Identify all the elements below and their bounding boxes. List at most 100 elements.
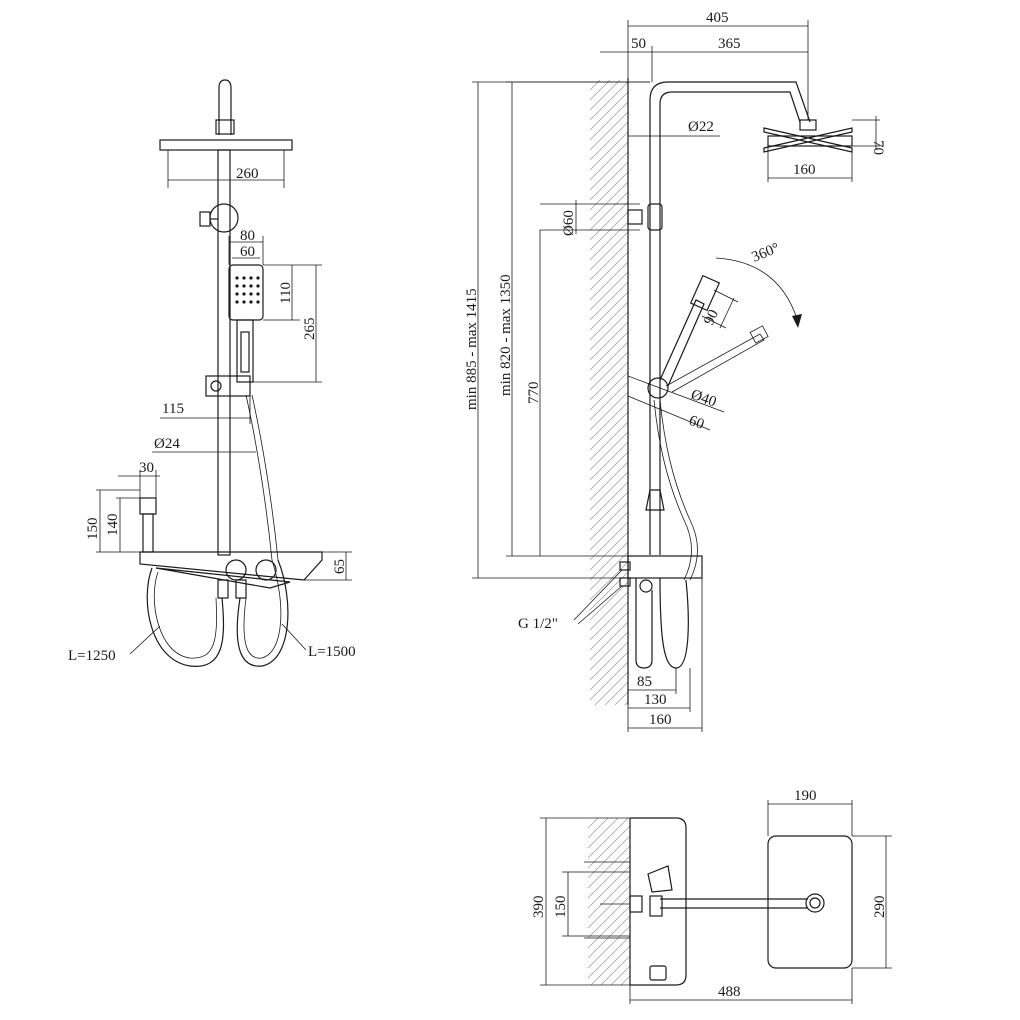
hatch-line — [589, 481, 629, 521]
dim-side-bracket-diameter: Ø60 — [561, 210, 577, 236]
hatch-line — [589, 281, 629, 321]
front-spout-body — [142, 513, 154, 553]
side-shelf — [627, 555, 703, 579]
hatch-line — [589, 551, 629, 591]
hatch-line — [589, 111, 629, 151]
hatch-line — [589, 161, 629, 201]
hatch-line — [589, 601, 629, 641]
rotation-arc — [715, 257, 799, 323]
hatch-line — [587, 817, 599, 829]
dim-front-hand-head-height: 110 — [278, 282, 294, 304]
hatch-line — [587, 817, 619, 849]
side-wall-hatching — [589, 79, 629, 706]
hatch-line — [589, 101, 629, 141]
dim-top-total-depth: 488 — [718, 984, 741, 1000]
hatch-line — [589, 91, 629, 131]
hatch-line — [589, 291, 629, 331]
front-handle-left — [225, 559, 247, 581]
hatch-line — [589, 641, 629, 681]
hatch-line — [589, 631, 629, 671]
hatch-line — [589, 141, 629, 181]
dim-side-height-total: min 885 - max 1415 — [464, 288, 480, 410]
side-rail-inner — [659, 91, 801, 555]
dim-side-depth-b: 130 — [644, 692, 667, 708]
top-overhead-head — [767, 835, 853, 969]
dim-front-hand-inner: 60 — [240, 244, 255, 260]
side-overhead-head — [767, 135, 853, 147]
hatch-line — [587, 925, 631, 969]
dim-side-hand-angle: 90 — [701, 307, 722, 327]
hatch-line — [589, 221, 629, 261]
side-holder — [647, 377, 669, 399]
front-bracket — [209, 203, 239, 233]
dim-side-head-height: 70 — [870, 140, 886, 155]
dim-front-rail-diameter: Ø24 — [154, 436, 180, 452]
hatch-line — [589, 461, 629, 501]
dim-front-spout-height-inner: 140 — [105, 514, 121, 537]
front-top-riser — [218, 79, 232, 135]
front-hose-left — [146, 567, 225, 667]
hatch-line — [587, 855, 631, 899]
hatch-line — [589, 79, 601, 91]
dim-side-height-holder: 770 — [526, 382, 542, 405]
hatch-line — [589, 191, 629, 231]
dim-front-shelf-height: 65 — [332, 559, 348, 574]
dim-side-holder-diameter: Ø40 — [689, 387, 719, 411]
front-hand-shower-nozzles — [235, 276, 260, 304]
front-hand-shower-handle — [236, 319, 254, 383]
hatch-line — [589, 511, 629, 551]
hatch-line — [610, 965, 631, 986]
dim-top-head-depth: 190 — [794, 788, 817, 804]
dim-side-rotation: 360° — [750, 240, 782, 266]
front-handle-right — [255, 559, 277, 581]
hatch-line — [587, 885, 631, 929]
hatch-line — [589, 421, 629, 461]
dim-side-height-rail: min 820 - max 1350 — [498, 274, 514, 396]
hatch-line — [589, 611, 629, 651]
hatch-line — [587, 845, 631, 889]
hatch-line — [587, 865, 631, 909]
hatch-line — [589, 491, 629, 531]
hatch-line — [589, 361, 629, 401]
front-view: 260 80 60 110 265 115 Ø24 30 150 140 — [68, 79, 356, 667]
hatch-line — [589, 231, 629, 271]
front-bracket-knob — [199, 211, 211, 227]
dim-side-head-width: 160 — [793, 162, 816, 178]
hatch-line — [589, 471, 629, 511]
hatch-line — [587, 915, 631, 959]
side-hose-left — [635, 578, 653, 669]
label-side-connection: G 1/2" — [518, 616, 558, 632]
hatch-line — [587, 825, 631, 869]
hatch-line — [589, 381, 629, 421]
dim-side-total-reach: 405 — [706, 10, 729, 26]
hatch-line — [587, 875, 631, 919]
hatch-line — [589, 541, 629, 581]
dim-front-spout-width: 30 — [139, 460, 154, 476]
hatch-line — [587, 817, 629, 859]
hatch-line — [589, 79, 621, 111]
dim-side-pipe-diameter: Ø22 — [688, 119, 714, 135]
hatch-line — [589, 131, 629, 171]
hatch-line — [589, 341, 629, 381]
top-shelf-outline — [630, 817, 687, 986]
hatch-line — [589, 151, 629, 191]
side-bracket — [647, 203, 663, 231]
hatch-line — [587, 905, 631, 949]
hatch-line — [604, 681, 629, 706]
dim-front-hand-height: 265 — [302, 318, 318, 341]
dim-front-hand-width: 80 — [240, 228, 255, 244]
hatch-line — [589, 591, 629, 631]
front-rail — [217, 149, 231, 556]
hatch-line — [614, 691, 629, 706]
dim-front-spout-height-outer: 150 — [85, 518, 101, 541]
hatch-line — [589, 271, 629, 311]
side-hand-shower-rotated — [665, 333, 765, 393]
side-hose-right — [659, 577, 689, 669]
top-wall-hatching — [587, 817, 631, 986]
hatch-line — [587, 817, 609, 839]
hatch-line — [589, 81, 629, 121]
dim-top-inlet-spacing: 150 — [553, 896, 569, 919]
dim-top-head-width: 290 — [872, 896, 888, 919]
